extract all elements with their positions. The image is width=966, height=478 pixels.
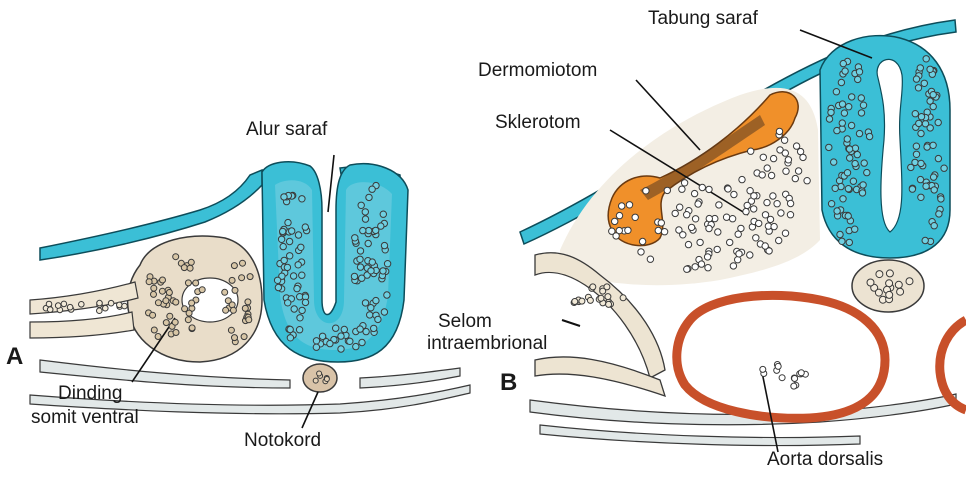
panel-b-letter: B [500,369,517,397]
dorsal-aorta-right [940,320,966,410]
label-selom-line2: intraembrional [427,333,547,354]
panel-b [520,20,966,452]
label-tabung-saraf: Tabung saraf [648,8,758,29]
label-dinding-line2: somit ventral [31,407,139,428]
label-aorta-dorsalis: Aorta dorsalis [767,449,883,470]
label-alur-saraf: Alur saraf [246,119,327,140]
leader-selom [562,320,580,326]
leader-alur-saraf [328,155,334,212]
panel-a-letter: A [6,343,23,371]
label-notokord: Notokord [244,430,321,451]
bottom-strip-b [540,425,860,446]
label-sklerotom: Sklerotom [495,112,581,133]
label-selom-line1: Selom [438,311,492,332]
label-dinding-line1: Dinding [58,383,122,404]
dorsal-aorta [677,295,885,418]
label-dermomiotom: Dermomiotom [478,60,597,81]
